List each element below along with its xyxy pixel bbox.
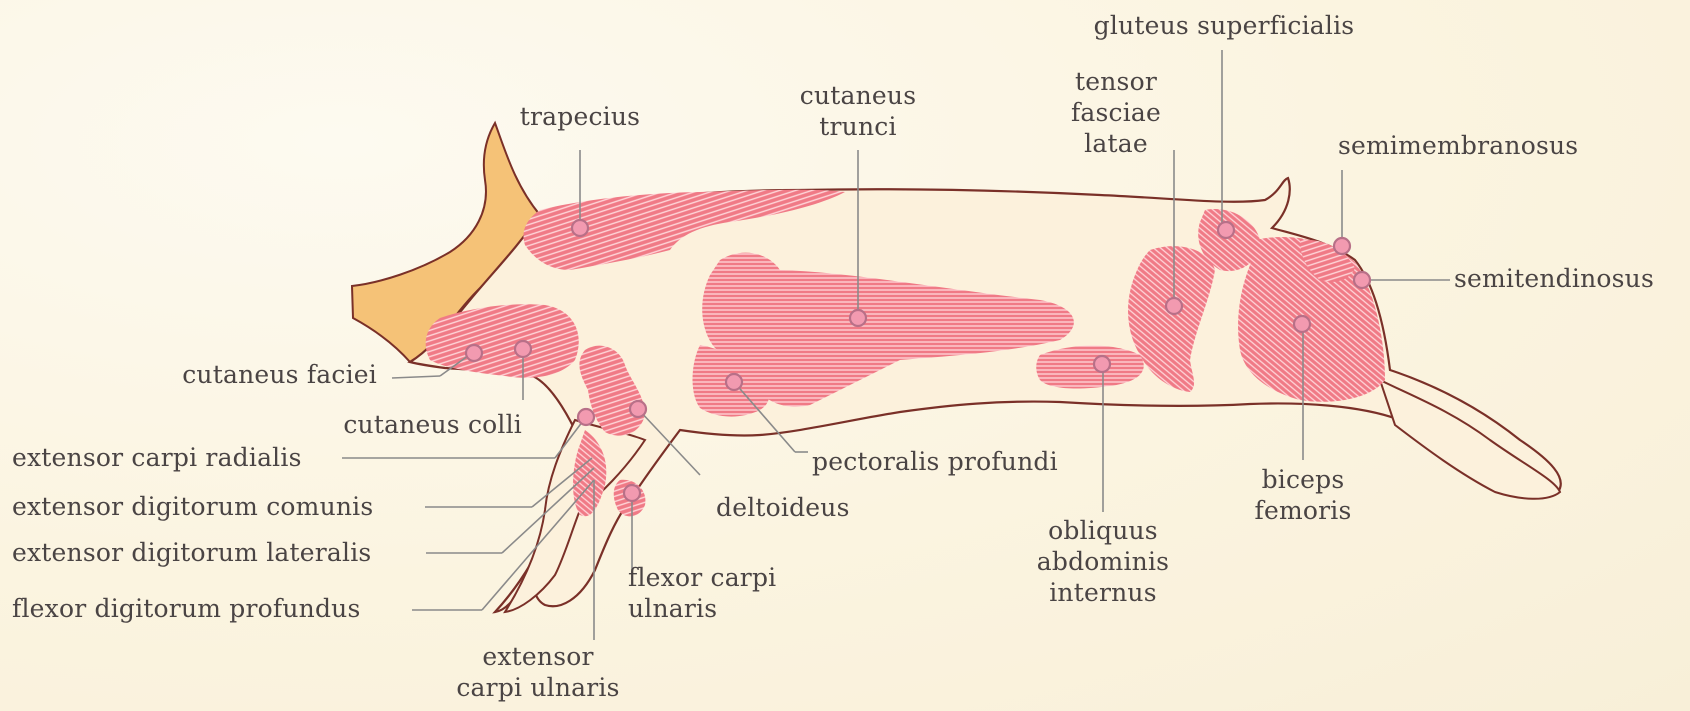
- label-trapecius: trapecius: [520, 101, 640, 132]
- label-tensor-line3: latae: [1071, 128, 1161, 159]
- label-extensor-carpi-ulnaris-line2: carpi ulnaris: [456, 672, 619, 703]
- label-deltoideus-text: deltoideus: [716, 492, 850, 523]
- marker-trapecius: [572, 220, 588, 236]
- label-extensor-digitorum-comunis-text: extensor digitorum comunis: [12, 491, 373, 522]
- marker-semimembranosus: [1334, 238, 1350, 254]
- marker-cutaneus-trunci: [850, 310, 866, 326]
- label-extensor-carpi-radialis-text: extensor carpi radialis: [12, 442, 302, 473]
- label-flexor-carpi-ulnaris: flexor carpi ulnaris: [628, 562, 776, 624]
- label-extensor-digitorum-lateralis-text: extensor digitorum lateralis: [12, 537, 371, 568]
- marker-deltoideus: [630, 401, 646, 417]
- label-extensor-digitorum-lateralis: extensor digitorum lateralis: [12, 537, 371, 568]
- marker-extensor-carpi-radialis: [578, 409, 594, 425]
- marker-semitendinosus: [1354, 272, 1370, 288]
- label-semimembranosus: semimembranosus: [1338, 130, 1578, 161]
- label-semimembranosus-text: semimembranosus: [1338, 130, 1578, 161]
- marker-tensor-fasciae-latae: [1166, 298, 1182, 314]
- label-semitendinosus-text: semitendinosus: [1454, 263, 1654, 294]
- marker-biceps-femoris: [1294, 316, 1310, 332]
- marker-cutaneus-colli: [515, 341, 531, 357]
- label-obliquus-line2: abdominis: [1037, 546, 1169, 577]
- label-trapecius-text: trapecius: [520, 101, 640, 132]
- label-gluteus-superficialis-text: gluteus superficialis: [1094, 10, 1355, 41]
- label-biceps-line1: biceps: [1255, 464, 1352, 495]
- label-obliquus-line1: obliquus: [1037, 515, 1169, 546]
- label-deltoideus: deltoideus: [716, 492, 850, 523]
- label-cutaneus-trunci: cutaneus trunci: [800, 80, 916, 142]
- label-cutaneus-trunci-line1: cutaneus: [800, 80, 916, 111]
- label-tensor-line2: fasciae: [1071, 97, 1161, 128]
- label-flexor-carpi-line1: flexor carpi: [628, 562, 776, 593]
- label-biceps-femoris: biceps femoris: [1255, 464, 1352, 526]
- label-tensor-line1: tensor: [1071, 66, 1161, 97]
- label-cutaneus-trunci-line2: trunci: [800, 111, 916, 142]
- hind-leg-shape: [1380, 380, 1560, 499]
- label-pectoralis-profundi-text: pectoralis profundi: [812, 446, 1058, 477]
- label-obliquus-line3: internus: [1037, 577, 1169, 608]
- label-flexor-carpi-line2: ulnaris: [628, 593, 776, 624]
- label-cutaneus-colli-text: cutaneus colli: [343, 409, 522, 440]
- label-extensor-carpi-ulnaris-line1: extensor: [456, 641, 619, 672]
- label-pectoralis-profundi: pectoralis profundi: [812, 446, 1058, 477]
- label-cutaneus-faciei: cutaneus faciei: [182, 359, 377, 390]
- marker-flexor-carpi-ulnaris: [624, 485, 640, 501]
- label-cutaneus-faciei-text: cutaneus faciei: [182, 359, 377, 390]
- label-gluteus-superficialis: gluteus superficialis: [1094, 10, 1355, 41]
- label-semitendinosus: semitendinosus: [1454, 263, 1654, 294]
- label-extensor-carpi-radialis: extensor carpi radialis: [12, 442, 302, 473]
- marker-obliquus-abdominis: [1094, 356, 1110, 372]
- label-flexor-digitorum-profundus-text: flexor digitorum profundus: [12, 593, 361, 624]
- marker-gluteus-superficialis: [1218, 222, 1234, 238]
- label-obliquus-abdominis-internus: obliquus abdominis internus: [1037, 515, 1169, 608]
- label-extensor-digitorum-comunis: extensor digitorum comunis: [12, 491, 373, 522]
- label-extensor-carpi-ulnaris: extensor carpi ulnaris: [456, 641, 619, 703]
- label-flexor-digitorum-profundus: flexor digitorum profundus: [12, 593, 361, 624]
- marker-cutaneus-faciei: [466, 345, 482, 361]
- label-tensor-fasciae-latae: tensor fasciae latae: [1071, 66, 1161, 159]
- label-biceps-line2: femoris: [1255, 495, 1352, 526]
- label-cutaneus-colli: cutaneus colli: [343, 409, 522, 440]
- marker-pectoralis-profundi: [726, 374, 742, 390]
